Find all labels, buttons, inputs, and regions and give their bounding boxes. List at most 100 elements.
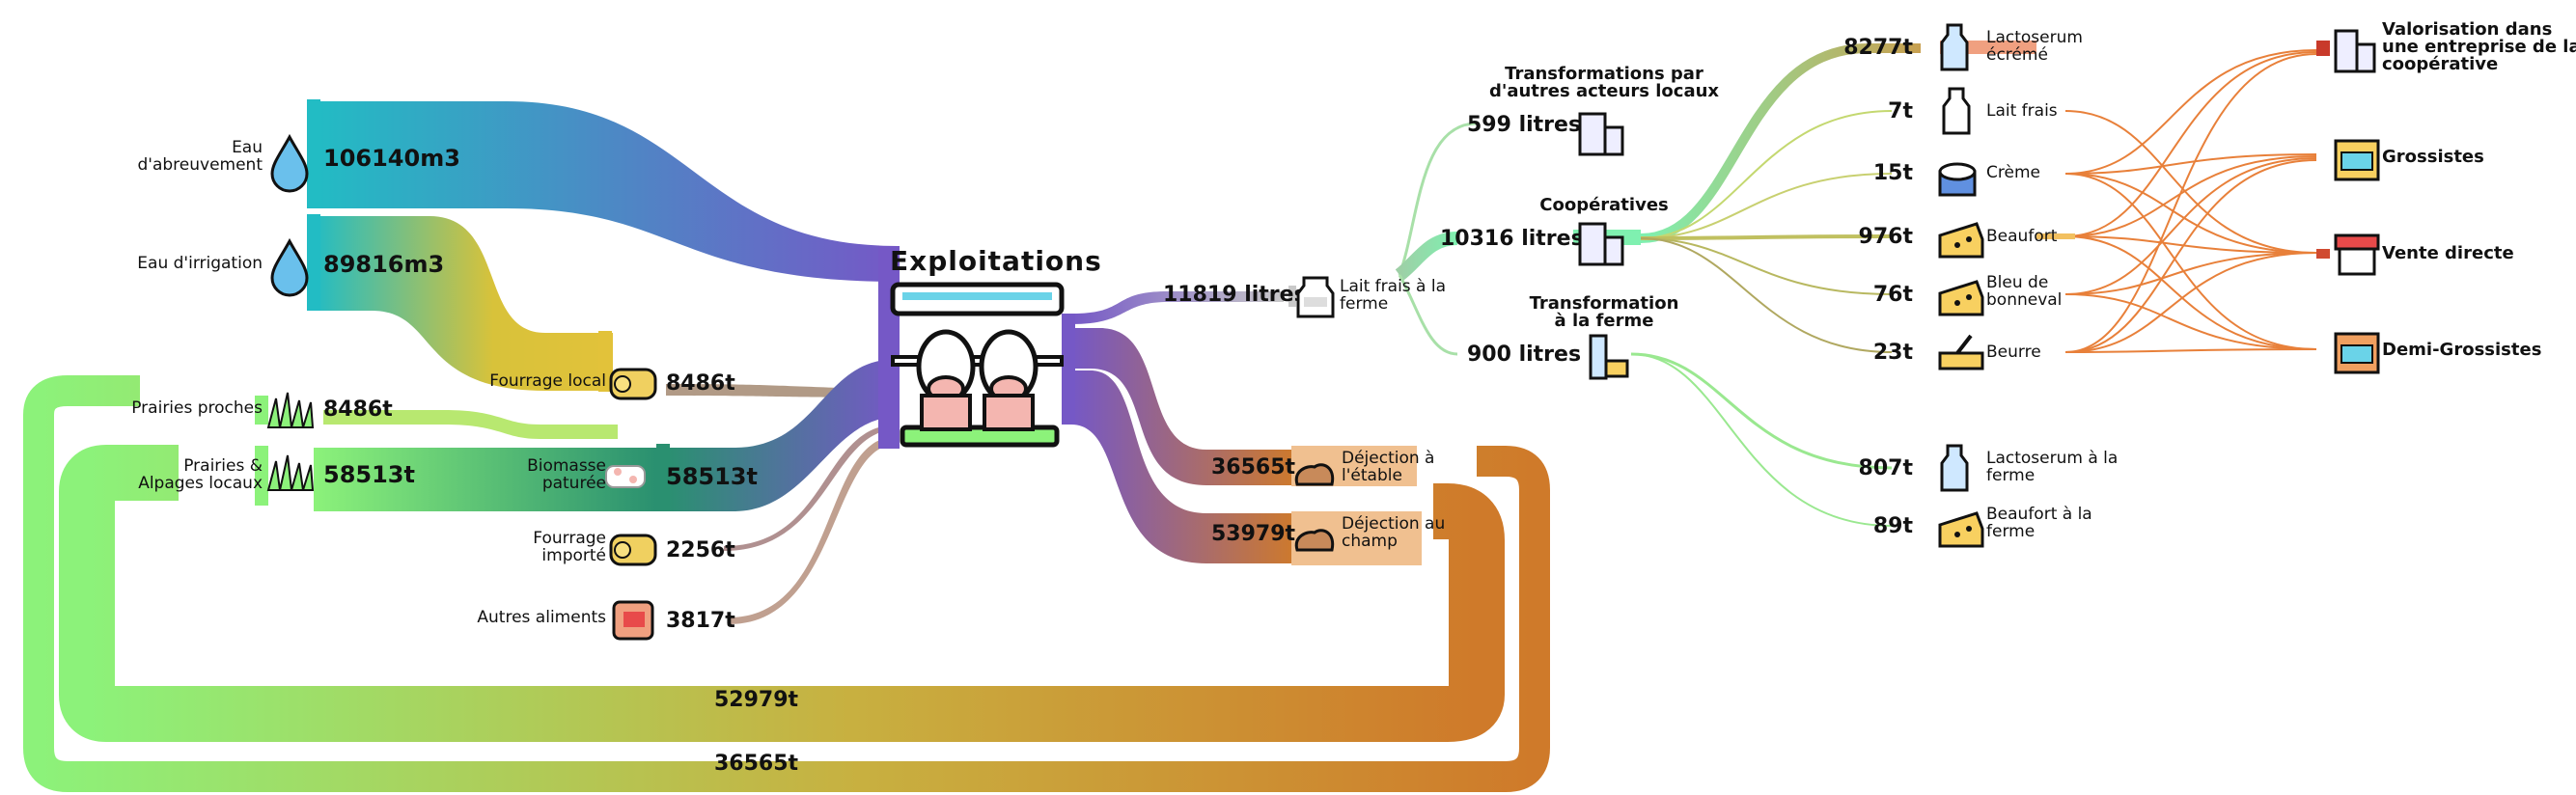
value-beaufort: 976t — [1859, 225, 1914, 249]
label-dejection-champ-l2: champ — [1342, 532, 1398, 551]
label-lactoserum-ferme-l1: Lactoserum à la — [1986, 449, 2118, 468]
value-loop-52979: 52979t — [714, 688, 799, 712]
shop-icon — [2334, 139, 2380, 181]
node-hub-right — [1062, 314, 1075, 425]
value-bleu: 76t — [1873, 283, 1914, 307]
value-lait-frais-product: 7t — [1888, 99, 1913, 123]
manure-icon — [1294, 463, 1335, 486]
value-cooperatives: 10316 litres — [1440, 227, 1584, 251]
flow-to-vente — [2064, 235, 2317, 254]
flow-to-demi — [2064, 293, 2317, 350]
flows — [23, 43, 2326, 792]
cheese-icon — [1938, 222, 1984, 259]
node-eau-abreuvement — [307, 99, 320, 208]
flow-to-vente — [2064, 252, 2317, 295]
value-fourrage-importe: 2256t — [666, 538, 735, 562]
cow-icon — [890, 282, 1065, 448]
value-lactoserum-ferme: 807t — [1859, 456, 1914, 480]
cream-icon — [1938, 162, 1977, 197]
value-creme: 15t — [1873, 161, 1914, 185]
value-dejection-champ: 53979t — [1211, 522, 1296, 546]
label-biomasse-l2: paturée — [542, 474, 606, 493]
label-prairies-alpages-l2: Alpages locaux — [138, 474, 263, 493]
warehouse-icon — [2334, 29, 2376, 73]
label-creme: Crème — [1986, 163, 2040, 182]
label-grossistes: Grossistes — [2382, 147, 2484, 167]
flow-milk-autres — [1398, 122, 1478, 276]
label-lait-frais-product: Lait frais — [1986, 101, 2058, 121]
label-bleu-l2: bonneval — [1986, 290, 2062, 310]
cheese-icon — [1938, 280, 1984, 316]
value-beurre: 23t — [1873, 341, 1914, 365]
label-autres-acteurs-l1: Transformations par — [1505, 64, 1703, 84]
value-fourrage-local: 8486t — [666, 371, 735, 396]
label-beurre: Beurre — [1986, 343, 2041, 362]
flow-milk-ferme — [1398, 274, 1458, 356]
label-prairies-alpages-l1: Prairies & — [183, 456, 263, 476]
flow-to-grossistes — [2064, 159, 2317, 353]
label-autres-acteurs-l2: d'autres acteurs locaux — [1489, 81, 1719, 101]
value-autres-acteurs: 599 litres — [1467, 113, 1581, 137]
milk-can-icon — [1296, 276, 1335, 318]
label-lait-frais-l1: Lait frais à la — [1340, 277, 1446, 296]
hay-bale-icon — [609, 534, 657, 566]
label-eau-irrigation: Eau d'irrigation — [137, 254, 263, 273]
value-lait-frais: 11819 litres — [1163, 283, 1307, 307]
label-eau-abreuvement-l2: d'abreuvement — [137, 155, 263, 175]
value-beaufort-ferme: 89t — [1873, 514, 1914, 538]
value-dejection-etable: 36565t — [1211, 455, 1296, 480]
node-valorisation — [2316, 41, 2330, 56]
flow-to-vente — [2064, 110, 2317, 254]
factory-icon — [1578, 112, 1624, 156]
value-lactoserum-ecreme: 8277t — [1843, 36, 1913, 60]
label-beaufort-ferme-l2: ferme — [1986, 522, 2035, 541]
flow-lait-frais — [1071, 291, 1284, 324]
flow-ferme-beaufort — [1630, 353, 1893, 527]
grass-icon — [266, 454, 315, 491]
node-prairies-alpages — [255, 446, 268, 506]
value-transformation-ferme: 900 litres — [1467, 343, 1581, 367]
flow-eau-irrigation — [314, 216, 613, 391]
market-stall-icon — [2334, 233, 2380, 276]
label-valorisation-l2: une entreprise de la — [2382, 37, 2576, 57]
value-prairies-alpages: 58513t — [323, 461, 415, 488]
flow-coop-beaufort — [1640, 234, 1893, 240]
flow-to-valorisation — [2064, 53, 2317, 353]
label-vente-directe: Vente directe — [2382, 243, 2514, 263]
cheese-icon — [1938, 511, 1984, 548]
flow-ferme-lacto — [1630, 352, 1893, 470]
label-lactoserum-ferme-l2: ferme — [1986, 466, 2035, 485]
flow-dejection-etable — [1071, 328, 1298, 485]
flow-to-demi — [2064, 173, 2317, 350]
hay-bale-icon — [609, 368, 657, 400]
flow-loop-52979 — [59, 445, 1505, 742]
flow-coop-lait — [1640, 110, 1893, 239]
milk-bottle-icon — [1940, 23, 1969, 71]
label-cooperatives: Coopératives — [1539, 195, 1669, 215]
flow-to-grossistes — [2064, 153, 2317, 175]
flow-to-vente — [2064, 252, 2317, 353]
node-biomasse — [656, 444, 670, 511]
flow-coop-lacto — [1640, 43, 1921, 243]
label-transformation-ferme-l1: Transformation — [1530, 293, 1679, 314]
flow-prairies-proches — [323, 410, 618, 439]
cow-icon — [605, 465, 646, 488]
flow-to-vente — [2064, 173, 2317, 254]
value-biomasse: 58513t — [666, 463, 758, 490]
label-dejection-champ-l1: Déjection au — [1342, 514, 1445, 534]
factory-icon — [1578, 222, 1624, 266]
flow-eau-abreuvement — [314, 101, 898, 282]
value-autres-aliments: 3817t — [666, 609, 735, 633]
manure-icon — [1294, 529, 1335, 552]
grass-icon — [266, 392, 315, 428]
label-demi-grossistes: Demi-Grossistes — [2382, 340, 2541, 360]
flow-dejection-champ — [1071, 370, 1298, 563]
label-dejection-etable-l2: l'étable — [1342, 466, 1402, 485]
flow-prairies-alpages — [314, 448, 656, 511]
flow-to-grossistes — [2064, 157, 2317, 295]
page-title: Exploitations — [890, 245, 1102, 277]
feed-bag-icon — [612, 600, 654, 641]
label-valorisation-l1: Valorisation dans — [2382, 19, 2552, 40]
value-prairies-proches: 8486t — [323, 398, 393, 422]
